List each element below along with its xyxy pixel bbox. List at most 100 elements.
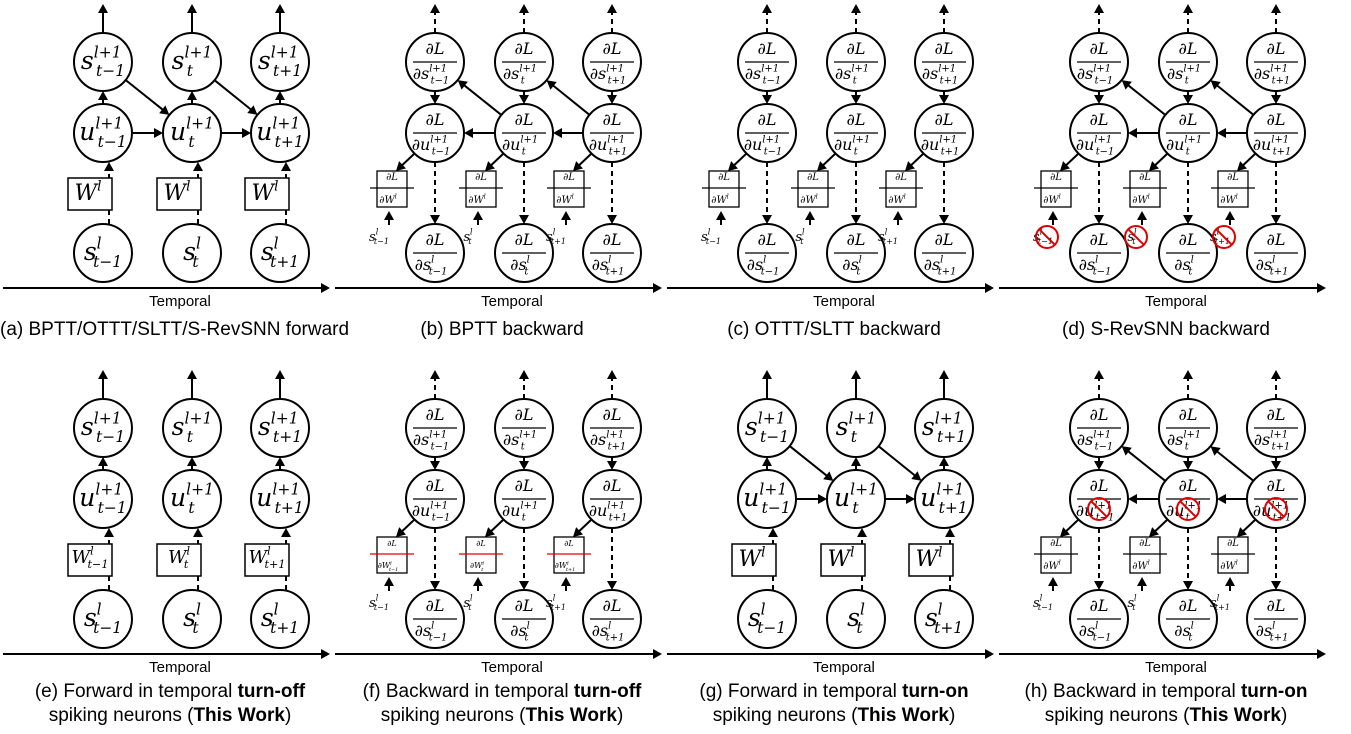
u-temporal-arrow-0-head — [818, 494, 827, 504]
grad-u-to-s-arrow-0-head — [430, 581, 440, 590]
top-arrow-1-head — [519, 370, 529, 379]
grad-weight-label-0-den: ∂Wl — [1043, 559, 1060, 572]
weight-box-2 — [908, 543, 954, 577]
temporal-axis-label: Temporal — [1145, 293, 1207, 310]
grad-w-arrow-2 — [910, 153, 924, 167]
blocked-u-mark-2-slash — [1267, 500, 1285, 518]
top-arrow-0-head — [430, 4, 440, 13]
top-arrow-2-head — [275, 370, 285, 379]
node-s-l-0 — [73, 223, 133, 283]
grad-u-to-s-arrow-1-head — [1183, 581, 1193, 590]
temporal-axis-head — [985, 283, 994, 293]
grad-w-arrow-0-head — [1060, 161, 1070, 171]
grad-w-arrow-2 — [578, 519, 592, 533]
caption-bold-text: This Work — [857, 705, 949, 726]
temporal-axis-label: Temporal — [1145, 659, 1207, 676]
weight-label-2: Wl — [916, 544, 943, 572]
s-to-u-arrow-1-head — [911, 471, 922, 481]
grad-label-s-l-2-num: ∂L — [1267, 230, 1286, 249]
temporal-axis-label: Temporal — [481, 659, 543, 676]
grad-temporal-arrow-0-head — [1128, 128, 1137, 138]
grad-temporal-arrow-0-head — [464, 128, 473, 138]
grad-s-to-u-arrow-2-head — [607, 461, 617, 470]
input-spike-arrow-1-head — [1137, 211, 1147, 220]
temporal-axis-head — [321, 283, 330, 293]
input-spike-arrow-0-head — [1048, 211, 1058, 220]
weight-box-1 — [820, 543, 866, 577]
top-arrow-0-head — [762, 370, 772, 379]
caption-text: spiking neurons ( — [712, 705, 858, 726]
grad-weight-label-2: ∂L∂Wl — [879, 172, 923, 206]
node-u-lp1-0 — [73, 103, 133, 163]
grad-s-to-u-arrow-2-head — [607, 95, 617, 104]
top-arrow-1-head — [187, 370, 197, 379]
weight-label-1: Wl — [164, 178, 191, 206]
grad-weight-label-1-den: ∂Wl — [468, 193, 485, 206]
grad-weight-label-2-num: ∂L — [1227, 172, 1239, 183]
u-to-s-arrow-0-head — [98, 457, 108, 466]
grad-weight-box-0 — [1040, 536, 1072, 574]
input-spike-arrow-1-head — [1137, 577, 1147, 586]
grad-weight-label-1-den: ∂Wl — [800, 193, 817, 206]
w-input-arrow-0-head — [768, 528, 778, 537]
grad-weight-box-0 — [1040, 170, 1072, 208]
weight-box-1 — [156, 177, 202, 211]
grad-label-s-lp1-2-num: ∂L — [603, 405, 622, 424]
caption-text: (e) Forward in temporal — [34, 681, 238, 702]
grad-weight-box-2 — [553, 170, 585, 208]
grad-weight-label-2-den: ∂Wl — [556, 193, 573, 206]
node-s-lp1-0 — [73, 398, 133, 458]
grad-label-s-l-2-num: ∂L — [1267, 596, 1286, 615]
top-arrow-0-head — [762, 4, 772, 13]
grad-weight-box-1 — [797, 170, 829, 208]
s-to-u-arrow-1 — [877, 445, 916, 477]
node-u-lp1-2 — [250, 103, 310, 163]
grad-u-to-s-arrow-0-head — [430, 215, 440, 224]
temporal-axis-label: Temporal — [813, 659, 875, 676]
grad-u-to-s-arrow-1-head — [1183, 215, 1193, 224]
blocked-input-mark-2-ring — [1212, 225, 1236, 249]
grad-w-arrow-1 — [822, 153, 836, 167]
grad-weight-label-0-num: ∂L — [387, 539, 396, 548]
grad-weight-box-1 — [465, 170, 497, 208]
caption-line: (d) S-RevSNN backward — [996, 318, 1336, 342]
caption-text: spiking neurons ( — [48, 705, 194, 726]
grad-u-to-s-arrow-1-head — [851, 215, 861, 224]
grad-w-arrow-1 — [490, 519, 504, 533]
caption-line: spiking neurons (This Work) — [664, 704, 1004, 728]
grad-s-to-u-arrow-0-head — [430, 95, 440, 104]
grad-label-u-lp1-1-num: ∂L — [847, 110, 866, 129]
w-input-arrow-1-head — [857, 528, 867, 537]
node-u-lp1-1 — [162, 469, 222, 529]
w-input-arrow-2-head — [281, 162, 291, 171]
grad-w-arrow-1 — [1154, 519, 1168, 533]
blocked-u-mark-1-slash — [1179, 500, 1197, 518]
grad-label-s-lp1-1-num: ∂L — [515, 39, 534, 58]
